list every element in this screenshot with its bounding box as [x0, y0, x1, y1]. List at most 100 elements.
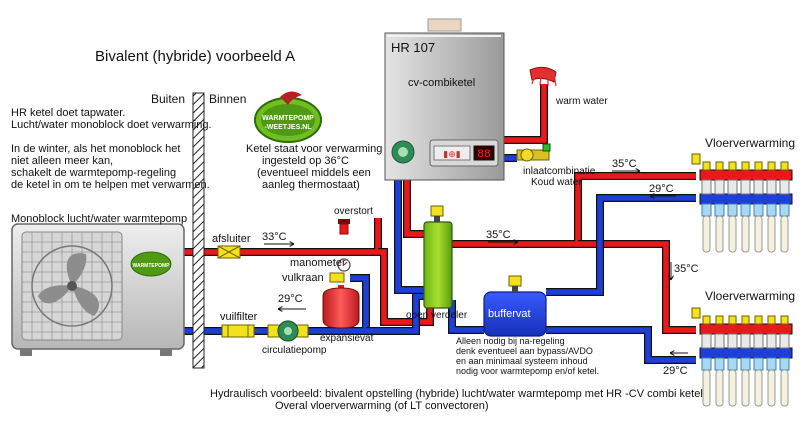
manifold-actuator [714, 179, 725, 195]
outside-label: Buiten [151, 92, 185, 106]
manifold-flowmeter [779, 203, 790, 217]
manifold-valve [728, 315, 737, 325]
footer-line-2: Overal vloerverwarming (of LT convectore… [275, 400, 489, 412]
inlet-label-2: Koud water [531, 177, 582, 188]
floor-heating-label-bottom: Vloerverwarming [705, 289, 795, 303]
arrow-hp-return-head [277, 306, 283, 312]
buffer-note-2: denk eventueel aan bypass/AVDO [456, 346, 593, 356]
manifold-vent [691, 153, 701, 165]
intro-line-7: de ketel in om te helpen met verwarmen. [11, 179, 210, 191]
intro-line-5: niet alleen meer kan, [11, 155, 113, 167]
hot-water-label: warm water [555, 96, 608, 107]
warmtepomp-weetjes-logo: WARMTEPOMP -WEETJES.NL [254, 91, 322, 143]
manifold-actuator [753, 179, 764, 195]
boiler-name: cv-combiketel [408, 77, 475, 89]
arrow-floor-supply-top-head [635, 168, 641, 174]
boiler-note-4: aanleg thermostaat) [262, 179, 360, 191]
manifold-actuator [740, 333, 751, 349]
buffer-label: buffervat [488, 308, 531, 320]
pipe-supply-4 [404, 180, 424, 237]
inside-label: Binnen [209, 92, 246, 106]
floor-heating-manifold-top [691, 153, 793, 253]
manifold-actuator [779, 179, 790, 195]
manifold-actuator [766, 179, 777, 195]
manifold-actuator [727, 179, 738, 195]
manifold-flowmeter [766, 357, 777, 371]
pipe-return-3 [366, 293, 424, 334]
manifold-actuator [701, 333, 712, 349]
intro-line-2: Lucht/water monoblock doet verwarming. [11, 119, 212, 131]
manifold-flowmeter [714, 203, 725, 217]
pipe-return-8 [546, 195, 696, 295]
floor-heating-manifold-bottom [691, 307, 793, 407]
pipe-supply-1 [378, 249, 433, 325]
manifold-flowmeter [753, 357, 764, 371]
boiler-note-1: Ketel staat voor verwarming [246, 143, 382, 155]
dirt-filter-label: vuilfilter [220, 311, 258, 323]
floor-loop [702, 215, 711, 253]
floor-loop [715, 369, 724, 407]
buffer-note-1: Alleen nodig bij na-regeling [456, 336, 565, 346]
manifold-flowmeter [701, 357, 712, 371]
arrow-hp-supply-head [289, 241, 295, 247]
manometer [337, 258, 351, 272]
pipe-outline-7 [578, 240, 696, 334]
buffer-note-4: nodig voor warmtepomp en/of ketel. [456, 366, 599, 376]
floor-loop [780, 369, 789, 407]
boiler-note-3: (eventueel middels een [257, 167, 371, 179]
floor-loop [767, 369, 776, 407]
floor-loop [728, 369, 737, 407]
temp-hp-return: 29°C [278, 293, 303, 305]
pipe-return-9 [546, 327, 696, 363]
pipe-return-10 [449, 300, 484, 333]
floor-loop [741, 215, 750, 253]
pipe-supply-7 [578, 241, 696, 333]
heatpump-label: Monoblock lucht/water warmtepomp [11, 213, 187, 225]
manifold-actuator [701, 179, 712, 195]
pump-label: circulatiepomp [262, 345, 327, 356]
arrow-floor-return-top-head [649, 193, 655, 199]
boiler-note-2: ingesteld op 36°C [262, 155, 349, 167]
buffer-note-3: en aan minimaal systeem inhoud [456, 356, 588, 366]
diagram-title: Bivalent (hybride) voorbeeld A [95, 48, 295, 65]
floor-loop [767, 215, 776, 253]
manifold-flowmeter [701, 203, 712, 217]
floor-loop [728, 215, 737, 253]
manifold-valve [728, 161, 737, 171]
logo-line-2: -WEETJES.NL [264, 124, 312, 131]
manifold-flowmeter [727, 203, 738, 217]
floor-loop [702, 369, 711, 407]
manifold-valve [754, 315, 763, 325]
temp-floor-return-top: 29°C [649, 183, 674, 195]
pipe-supply-11 [496, 84, 547, 143]
manifold-vent [691, 307, 701, 319]
temp-vertical-supply: 35°C [674, 263, 699, 275]
manifold-valve [741, 315, 750, 325]
logo-line-1: WARMTEPOMP [262, 115, 314, 122]
buffer-vessel [483, 275, 547, 337]
manifold-valve [767, 315, 776, 325]
arrow-vertical-supply-head [668, 275, 674, 281]
dirt-filter [221, 324, 260, 338]
manifold-flowmeter [753, 203, 764, 217]
fill-valve-label: vulkraan [282, 272, 324, 284]
boiler-display: 88 [477, 149, 490, 161]
expansion-vessel [322, 285, 360, 329]
temp-floor-return-bottom: 29°C [663, 365, 688, 377]
monoblock-heatpump: WARMTEPOMP [11, 223, 185, 356]
manifold-supply-bar [699, 169, 793, 181]
manifold-flowmeter [714, 357, 725, 371]
boiler-control-icons: ▮⊕▮ [443, 150, 460, 160]
manifold-actuator [740, 179, 751, 195]
manifold-valve [715, 161, 724, 171]
temp-divider-supply: 35°C [486, 229, 511, 241]
floor-loop [754, 215, 763, 253]
manifold-flowmeter [740, 357, 751, 371]
relief-valve [338, 219, 350, 235]
floor-loop [741, 369, 750, 407]
manifold-flowmeter [779, 357, 790, 371]
intro-line-6: schakelt de warmtepomp-regeling [11, 167, 176, 179]
temp-floor-supply-top: 35°C [612, 158, 637, 170]
floor-heating-label-top: Vloerverwarming [705, 136, 795, 150]
